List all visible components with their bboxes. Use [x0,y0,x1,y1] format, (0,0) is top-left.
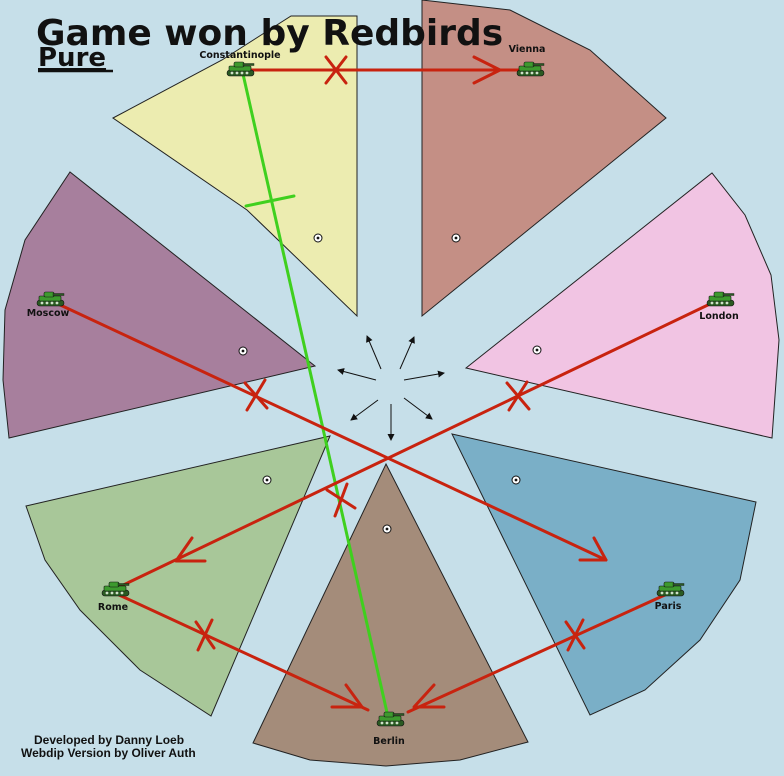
city-label-london: London [699,311,739,322]
city-label-paris: Paris [655,601,682,612]
tank-icon[interactable] [226,61,255,77]
territory-moscow[interactable] [2,171,317,439]
supply-center-icon [532,345,542,355]
supply-centers [238,233,542,534]
units [36,61,735,727]
city-labels: Constantinople Vienna London Paris Berli… [27,44,739,747]
supply-center-icon [238,346,248,356]
supply-center-icon [262,475,272,485]
tank-icon[interactable] [516,61,545,77]
order-move-failed [54,301,608,562]
developer-credit: Developed by Danny Loeb [34,733,184,747]
supply-center-icon [511,475,521,485]
city-label-moscow: Moscow [27,308,70,319]
territory-paris[interactable] [451,433,757,716]
order-move-failed [115,301,714,590]
tank-icon[interactable] [706,291,735,307]
order-cut-marker [325,482,357,518]
compass-arrows-icon [337,335,445,441]
supply-center-icon [382,524,392,534]
territory-berlin[interactable] [252,462,529,767]
tank-icon[interactable] [36,291,65,307]
order-support-successful [241,72,390,719]
territory-london[interactable] [464,172,780,439]
game-status-title: Game won by Redbirds [36,13,503,54]
city-label-constantinople: Constantinople [199,50,280,61]
order-move-failed [244,55,526,85]
tank-icon[interactable] [376,711,405,727]
variant-name: Pure [38,43,106,73]
orders [54,55,714,719]
territory-rome[interactable] [25,435,331,717]
tank-icon[interactable] [101,581,130,597]
supply-center-icon [313,233,323,243]
webdip-credit: Webdip Version by Oliver Auth [21,746,196,760]
city-label-rome: Rome [98,602,128,613]
tank-icon[interactable] [656,581,685,597]
order-move-failed [406,592,669,714]
order-move-failed [115,592,370,712]
supply-center-icon [451,233,461,243]
city-label-vienna: Vienna [509,44,546,55]
city-label-berlin: Berlin [373,736,405,747]
territory-constantinople[interactable] [112,15,358,318]
